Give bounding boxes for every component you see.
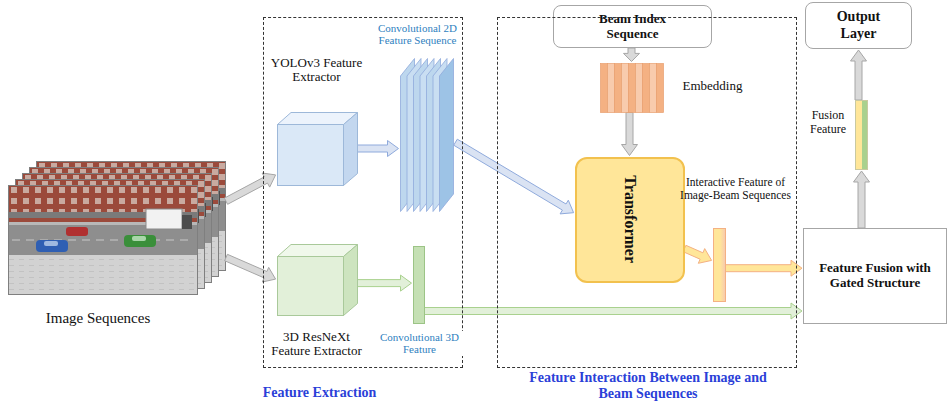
flow-arrow: [358, 141, 399, 157]
embedding-stripe: [649, 63, 656, 112]
node-label: Feature Fusion with Gated Structure: [811, 261, 939, 291]
cube-face: [277, 124, 343, 185]
node-label: Image Sequences: [8, 310, 188, 327]
flow-arrow: [224, 173, 275, 204]
embedding-stripe: [614, 63, 621, 112]
node-label: Fusion Feature: [804, 109, 852, 137]
cube-face: [343, 244, 357, 315]
image-frame: [9, 186, 198, 295]
flow-arrow: [225, 254, 276, 282]
embedding-stripe: [635, 63, 642, 112]
embedding-stripe: [600, 63, 607, 112]
beam-index-box: Beam Index Sequence: [553, 5, 712, 48]
node-label: Output Layer: [828, 9, 890, 41]
node-label: 3D ResNeXt Feature Extractor: [267, 330, 367, 360]
embedding-stripe: [642, 63, 649, 112]
cube-shape: [277, 112, 358, 186]
cube-shape: [277, 244, 358, 316]
cube-face: [343, 112, 357, 185]
cube-face: [277, 256, 343, 315]
embedding-stripe: [621, 63, 628, 112]
yolov3-cube: YOLOv3 Feature Extractor: [277, 112, 358, 186]
interaction-region: Feature Interaction Between Image and Be…: [497, 17, 797, 368]
flow-arrow: [622, 113, 638, 156]
gated-fusion-box: Feature Fusion with Gated Structure: [803, 228, 947, 324]
node-label: Transformer: [620, 176, 638, 264]
flow-arrow: [726, 260, 803, 276]
embedding-stripes: [600, 63, 664, 113]
node-label: Interactive Feature of Image-Beam Sequen…: [677, 176, 795, 202]
flow-arrow: [425, 303, 803, 319]
node-label: Convolutional 3D Feature: [377, 331, 463, 356]
conv2d-feature-stack: Convolutional 2D Feature Sequence: [400, 58, 456, 212]
flow-arrow: [854, 171, 870, 228]
conv3d-feature-bar: Convolutional 3D Feature: [413, 246, 425, 324]
transformer-box: Transformer: [575, 157, 685, 283]
flow-arrow: [683, 245, 712, 263]
interactive-feature-bar: Interactive Feature of Image-Beam Sequen…: [713, 228, 726, 302]
embedding-block: Embedding: [600, 63, 664, 113]
feature-slice: [439, 58, 453, 211]
node-label: Embedding: [683, 79, 743, 94]
embedding-stripe: [607, 63, 614, 112]
fusion-feature-bar: Fusion Feature: [855, 100, 868, 170]
slice-stack: [400, 58, 456, 212]
embedding-stripe: [628, 63, 635, 112]
flow-arrow: [851, 50, 867, 100]
output-layer-box: Output Layer: [805, 2, 912, 49]
image-sequence: Image Sequences: [8, 161, 226, 295]
node-label: Convolutional 2D Feature Sequence: [375, 22, 461, 47]
node-label: Feature Interaction Between Image and Be…: [513, 370, 783, 402]
flow-arrow: [358, 275, 412, 291]
feature-extraction-region: Feature ExtractionYOLOv3 Feature Extract…: [263, 17, 463, 368]
node-label: YOLOv3 Feature Extractor: [267, 56, 367, 86]
flow-arrow: [624, 48, 640, 62]
embedding-stripe: [656, 63, 663, 112]
flow-arrow: [454, 139, 574, 214]
node-label: Feature Extraction: [252, 385, 387, 401]
resnext-cube: 3D ResNeXt Feature Extractor: [277, 244, 358, 316]
